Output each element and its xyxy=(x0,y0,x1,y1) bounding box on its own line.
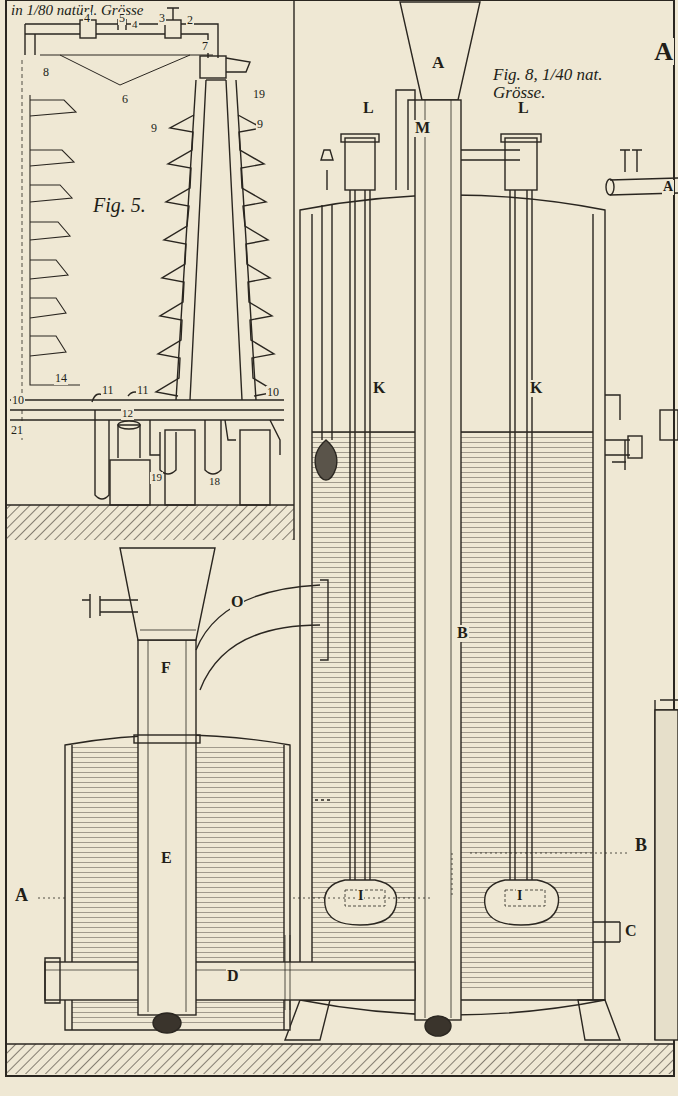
callout-number: 14 xyxy=(54,372,68,385)
callout-number: 19 xyxy=(252,88,266,101)
callout-number: 10 xyxy=(266,386,280,399)
part-letter: F xyxy=(160,660,172,677)
callout-number: 21 xyxy=(10,424,24,437)
callout-number: 3 xyxy=(158,12,166,25)
callout-number: 18 xyxy=(208,476,221,488)
part-letter: I xyxy=(516,889,523,904)
part-letter: A xyxy=(662,180,674,195)
part-letter: L xyxy=(517,100,530,117)
figure-title: Fig. 8, 1/40 nat. Grösse. xyxy=(492,66,644,102)
callout-number: 11 xyxy=(101,384,115,397)
part-letter: A xyxy=(653,38,674,65)
part-letter: E xyxy=(160,850,173,867)
callout-number: 2 xyxy=(186,14,194,27)
callout-number: 9 xyxy=(150,122,158,135)
callout-number: 8 xyxy=(42,66,50,79)
callout-number: 5 xyxy=(118,12,126,25)
part-letter: I xyxy=(357,889,364,904)
part-letter: A xyxy=(431,54,445,72)
figure-title: Fig. 5. xyxy=(92,195,147,216)
callout-number: 6 xyxy=(121,93,129,106)
callout-number: 9 xyxy=(256,118,264,131)
callout-number: 12 xyxy=(121,408,134,420)
part-letter: K xyxy=(529,380,543,397)
callout-number: 4 xyxy=(131,19,139,31)
part-letter: A xyxy=(14,886,29,905)
callout-number: 10 xyxy=(11,394,25,407)
part-letter: L xyxy=(362,100,375,117)
part-letter: B xyxy=(456,625,469,642)
callout-number: 11 xyxy=(136,384,150,397)
callout-number: 4 xyxy=(83,12,91,25)
part-letter: O xyxy=(230,594,244,611)
part-letter: K xyxy=(372,380,386,397)
part-letter: B xyxy=(634,836,648,855)
callout-number: 19 xyxy=(150,472,163,484)
part-letter: C xyxy=(624,923,638,940)
part-letter: M xyxy=(414,120,431,137)
callout-number: 7 xyxy=(201,40,209,53)
part-letter: D xyxy=(226,968,240,985)
